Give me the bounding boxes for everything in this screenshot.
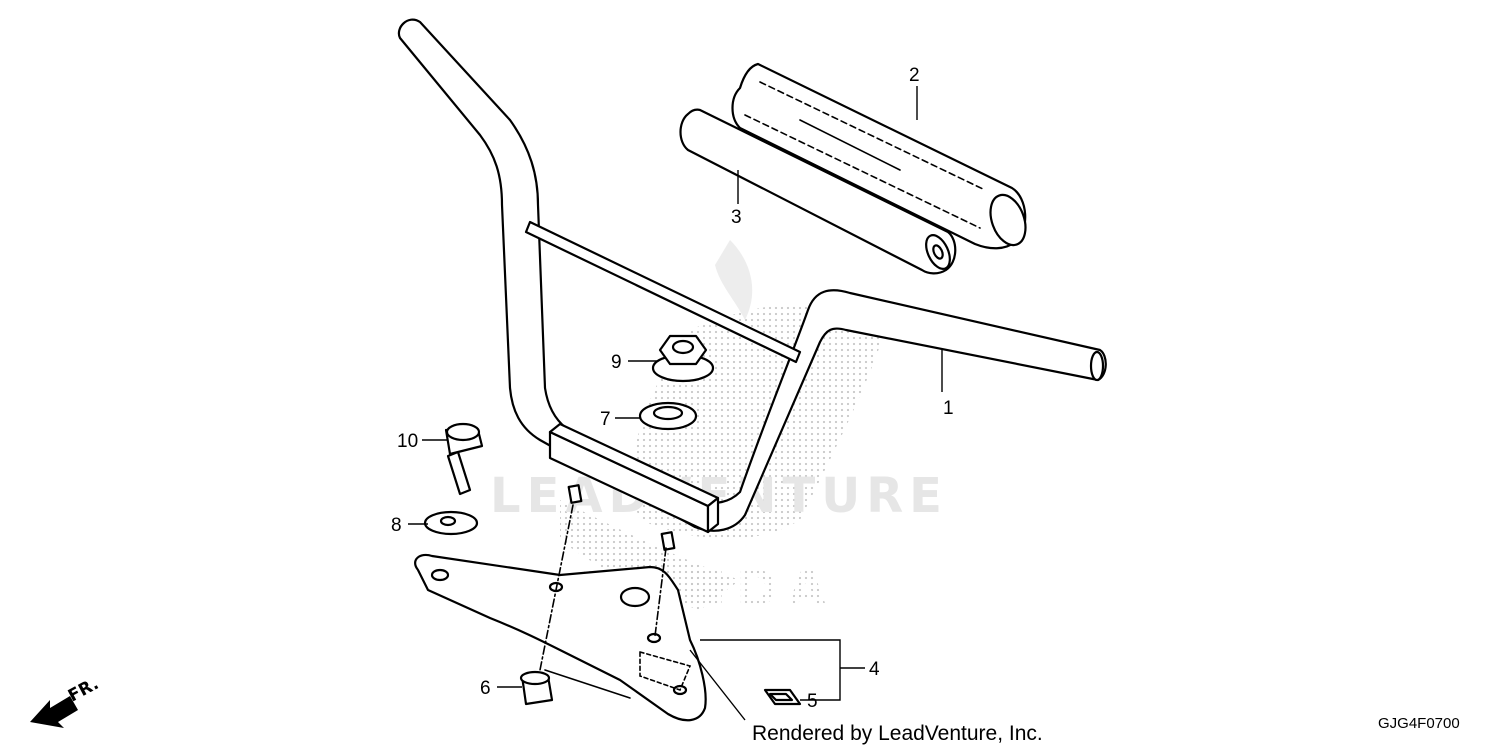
leader-lines	[408, 86, 943, 721]
callout-labels: 1 2 3 4 5 6 7 8 9 10	[391, 65, 954, 712]
callout-7: 7	[600, 409, 611, 430]
rendered-by-credit: Rendered by LeadVenture, Inc.	[752, 722, 1043, 745]
assembly-lines	[539, 504, 667, 699]
callout-3: 3	[731, 207, 742, 228]
cover-part-5	[763, 688, 802, 706]
callout-8: 8	[391, 515, 402, 536]
flange-nut-part-9	[651, 334, 715, 383]
callout-2: 2	[909, 65, 920, 86]
diagram-code: GJG4F0700	[1378, 715, 1460, 732]
washer-part-7	[638, 401, 698, 431]
callout-9: 9	[611, 352, 622, 373]
grip-part-2	[731, 62, 1027, 250]
nut-part-6	[519, 670, 554, 706]
callout-5: 5	[807, 691, 818, 712]
pad-tube-part-3	[679, 108, 957, 275]
callout-6: 6	[480, 678, 491, 699]
callout-1: 1	[943, 398, 954, 419]
bolt-part-10	[444, 422, 484, 496]
handlebar-part-1	[397, 18, 1107, 551]
callout-4: 4	[869, 659, 880, 680]
bracket-plate-part-4	[414, 553, 707, 722]
callout-10: 10	[397, 431, 418, 452]
washer-part-8	[423, 510, 479, 536]
front-direction-arrow-icon	[30, 696, 78, 728]
